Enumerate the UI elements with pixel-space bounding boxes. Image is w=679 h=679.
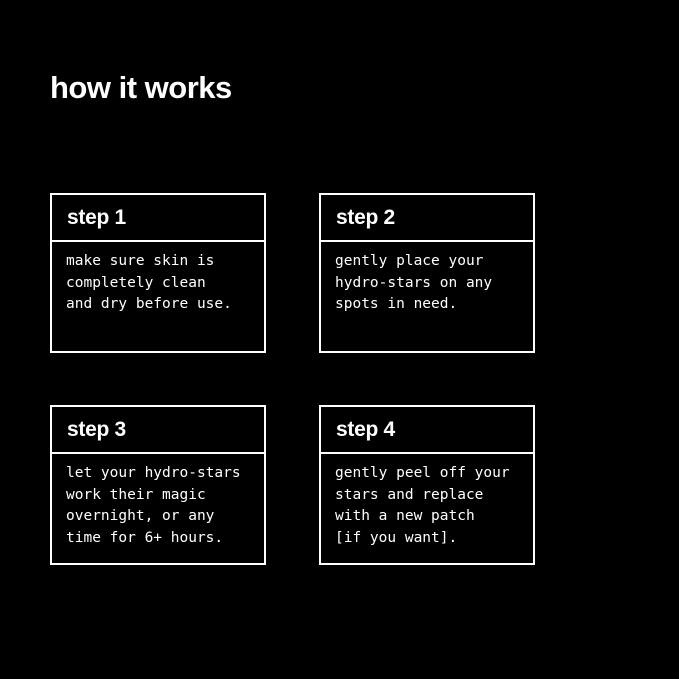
step-4-description: gently peel off your stars and replace w… xyxy=(335,465,510,546)
page-title: how it works xyxy=(50,70,232,105)
step-3-label: step 3 xyxy=(52,407,264,454)
step-card-1: step 1 make sure skin is completely clea… xyxy=(50,193,266,353)
step-2-description: gently place your hydro-stars on any spo… xyxy=(335,253,493,312)
step-3-description: let your hydro-stars work their magic ov… xyxy=(66,465,241,546)
step-card-2: step 2 gently place your hydro-stars on … xyxy=(319,193,535,353)
step-2-label: step 2 xyxy=(321,195,533,242)
steps-grid: step 1 make sure skin is completely clea… xyxy=(50,193,535,565)
step-card-4: step 4 gently peel off your stars and re… xyxy=(319,405,535,565)
step-1-label: step 1 xyxy=(52,195,264,242)
step-card-3: step 3 let your hydro-stars work their m… xyxy=(50,405,266,565)
step-1-description: make sure skin is completely clean and d… xyxy=(66,253,232,312)
step-4-label: step 4 xyxy=(321,407,533,454)
